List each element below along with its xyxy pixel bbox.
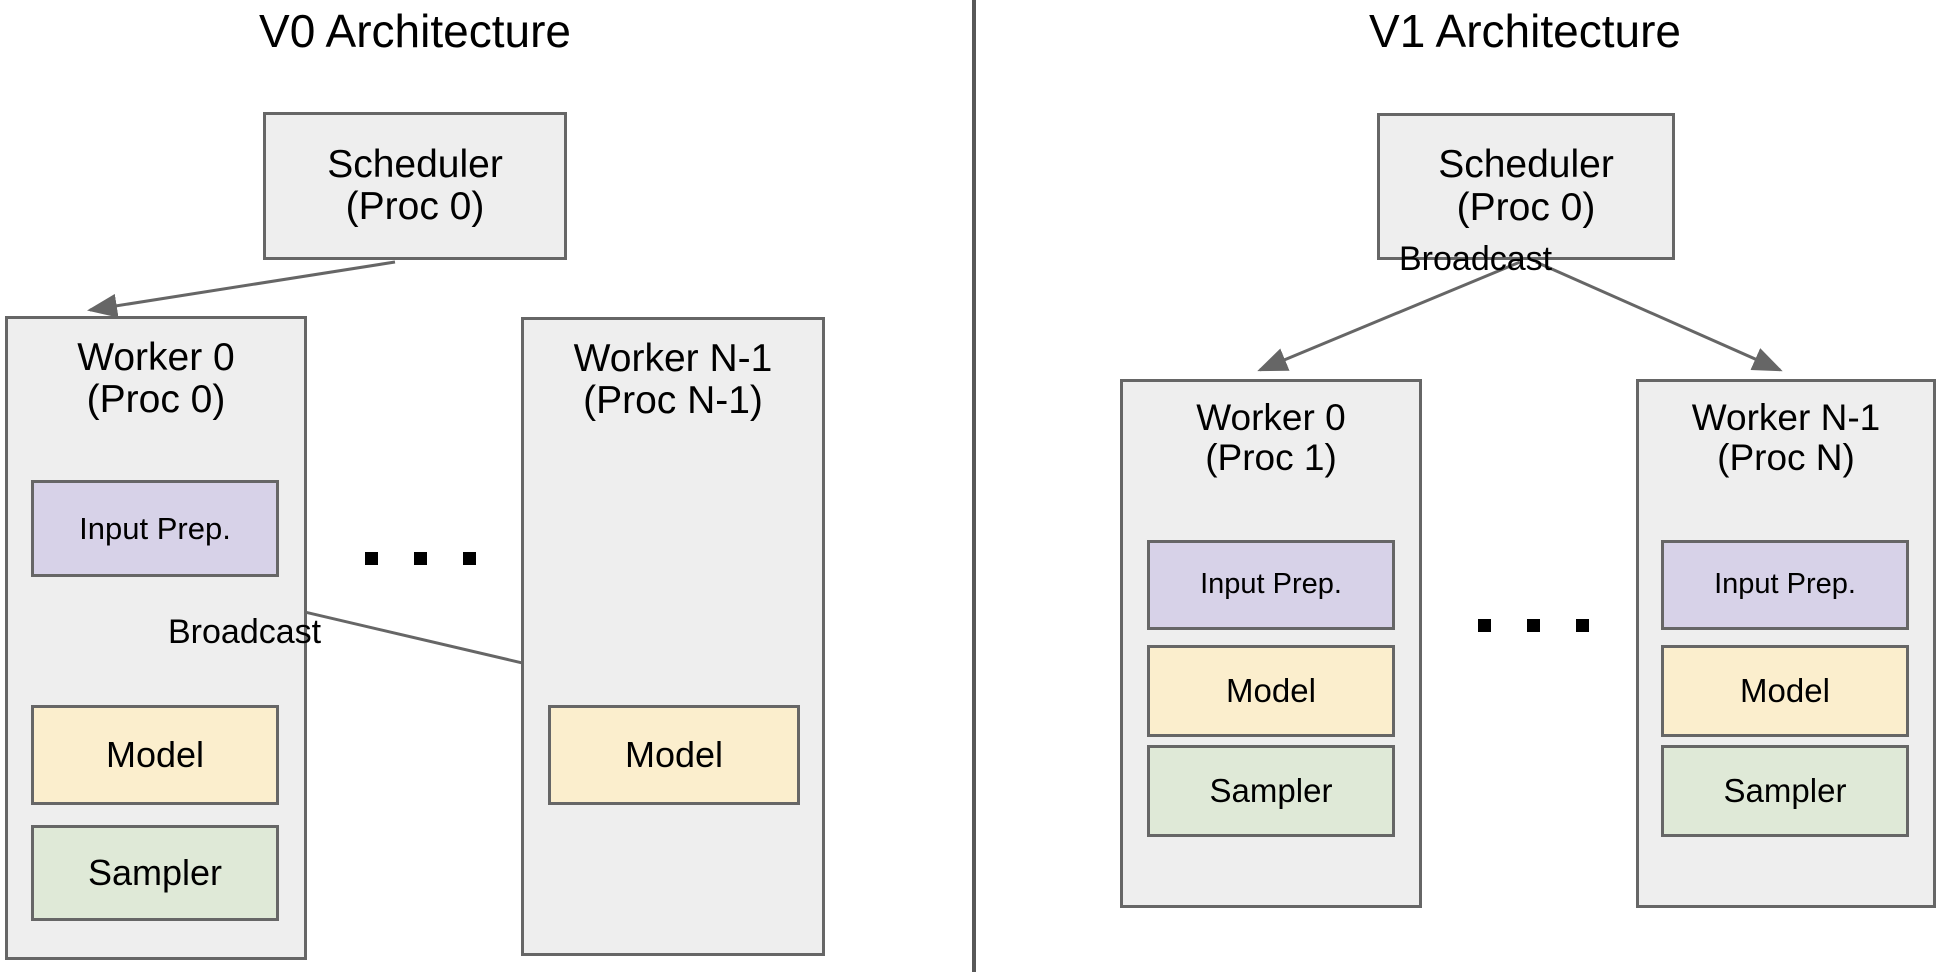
- panel-v1-architecture: V1 Architecture Scheduler (Proc 0) Broad…: [980, 0, 1954, 972]
- edge-scheduler-to-workern: [1535, 260, 1783, 372]
- v1-scheduler-line2: (Proc 0): [1456, 185, 1596, 229]
- v0-scheduler-line1: Scheduler: [327, 142, 503, 186]
- panel-divider: [972, 0, 976, 972]
- v1-worker-0-input-prep-label: Input Prep.: [1200, 568, 1342, 601]
- v1-worker-0-sampler-label: Sampler: [1209, 772, 1333, 810]
- v1-ellipsis-dot-3: [1576, 619, 1589, 632]
- v0-worker-0-sampler-label: Sampler: [87, 851, 223, 893]
- v1-worker-0-line1: Worker 0: [1196, 397, 1346, 438]
- v1-ellipsis-dot-2: [1527, 619, 1540, 632]
- panel-v0-architecture: V0 Architecture Scheduler (Proc 0) Worke…: [0, 0, 972, 972]
- v0-worker-n-model-label: Model: [624, 733, 724, 775]
- v1-ellipsis: [1478, 619, 1589, 632]
- v1-worker-n-sampler-box[interactable]: Sampler: [1661, 745, 1909, 837]
- v1-scheduler-line1: Scheduler: [1438, 143, 1614, 187]
- v0-worker-n-model-box[interactable]: Model: [548, 705, 800, 805]
- v1-worker-0-model-box[interactable]: Model: [1147, 645, 1395, 737]
- v1-worker-0-sampler-box[interactable]: Sampler: [1147, 745, 1395, 837]
- v0-ellipsis-dot-2: [414, 552, 427, 565]
- v0-ellipsis-dot-3: [463, 552, 476, 565]
- v0-worker-0-line1: Worker 0: [77, 336, 235, 379]
- v1-worker-n-sampler-label: Sampler: [1723, 772, 1847, 810]
- v1-scheduler-box[interactable]: Scheduler (Proc 0): [1377, 113, 1675, 260]
- v1-worker-n-line1: Worker N-1: [1691, 397, 1881, 438]
- v1-broadcast-label: Broadcast: [1399, 240, 1553, 278]
- v0-scheduler-line2: (Proc 0): [345, 185, 485, 228]
- v0-worker-0-line2: (Proc 0): [86, 378, 226, 422]
- v1-worker-n-input-prep-label: Input Prep.: [1714, 568, 1856, 601]
- page-title-v0: V0 Architecture: [259, 5, 571, 57]
- v1-worker-n-model-box[interactable]: Model: [1661, 645, 1909, 737]
- v0-worker-0-sampler-box[interactable]: Sampler: [31, 825, 279, 921]
- v0-worker-n-box[interactable]: Worker N-1 (Proc N-1): [521, 317, 825, 956]
- v0-ellipsis-dot-1: [365, 552, 378, 565]
- page-title-v1: V1 Architecture: [1369, 5, 1681, 57]
- v1-worker-0-model-label: Model: [1226, 672, 1316, 710]
- v1-worker-n-input-prep-box[interactable]: Input Prep.: [1661, 540, 1909, 630]
- v0-worker-0-model-box[interactable]: Model: [31, 705, 279, 805]
- v0-scheduler-box[interactable]: Scheduler (Proc 0): [263, 112, 567, 260]
- v1-ellipsis-dot-1: [1478, 619, 1491, 632]
- v0-worker-0-input-prep-label: Input Prep.: [79, 510, 231, 546]
- v1-worker-n-line2: (Proc N): [1717, 436, 1855, 478]
- v0-worker-0-model-label: Model: [105, 733, 205, 775]
- v1-worker-n-model-label: Model: [1740, 672, 1830, 710]
- v1-worker-0-line2: (Proc 1): [1205, 436, 1337, 478]
- v0-worker-n-line2: (Proc N-1): [583, 379, 763, 423]
- v1-worker-0-input-prep-box[interactable]: Input Prep.: [1147, 540, 1395, 630]
- v0-broadcast-label: Broadcast: [168, 613, 322, 651]
- v0-worker-0-input-prep-box[interactable]: Input Prep.: [31, 480, 279, 577]
- v0-worker-n-line1: Worker N-1: [573, 337, 773, 380]
- v0-ellipsis: [365, 552, 476, 565]
- edge-scheduler-to-worker0: [87, 260, 396, 318]
